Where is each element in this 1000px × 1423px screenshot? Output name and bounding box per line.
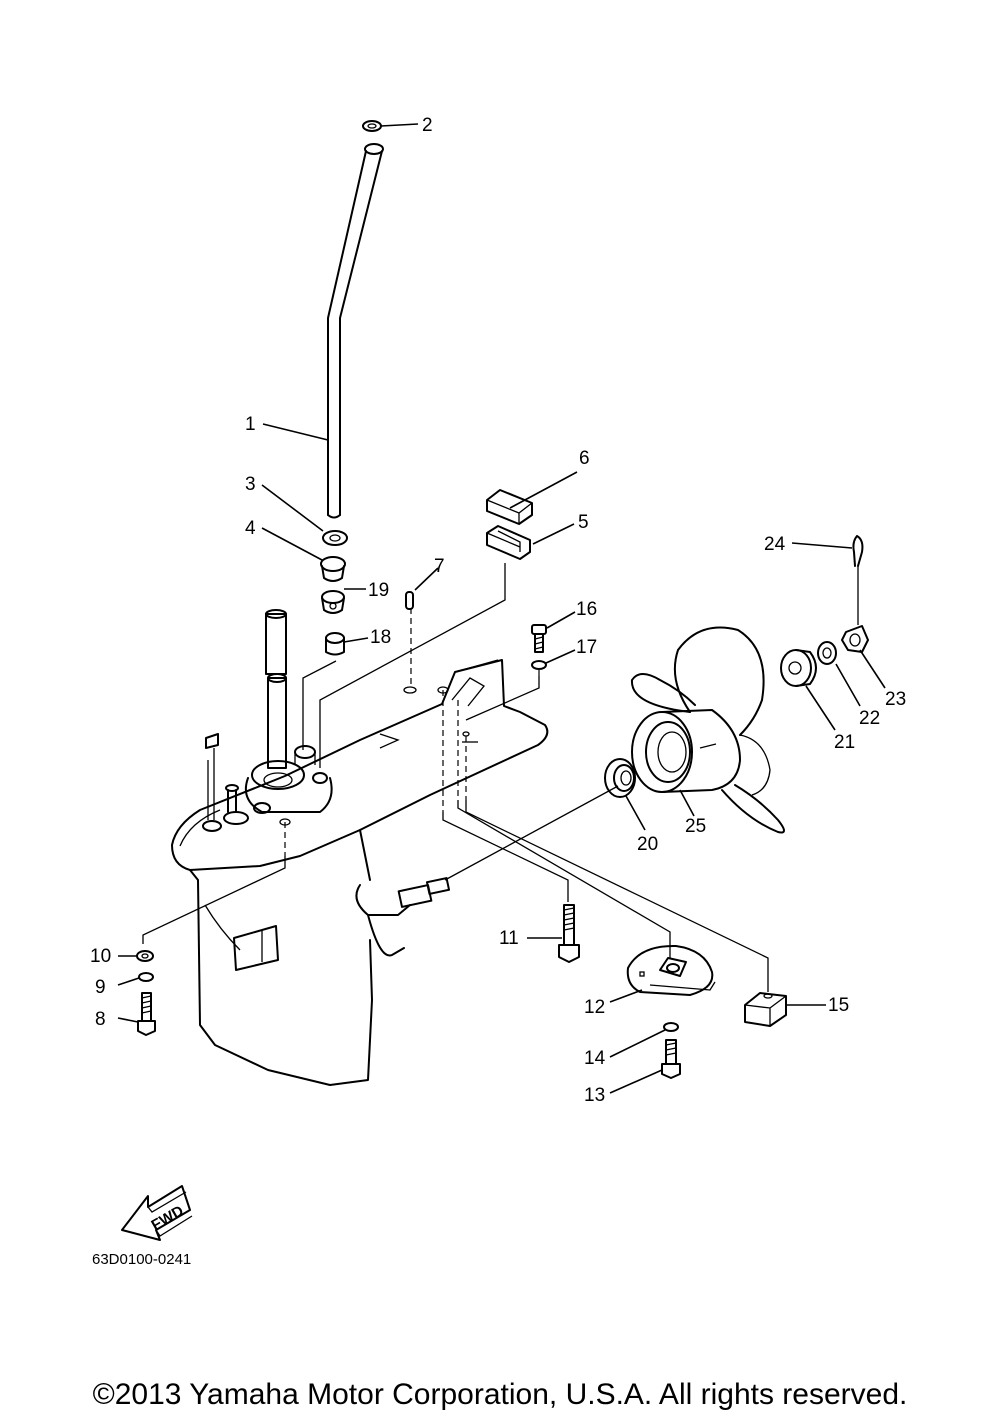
part-1-shift-rod xyxy=(327,143,384,519)
callout-22: 22 xyxy=(859,708,880,729)
callout-17: 17 xyxy=(576,637,597,658)
part-18-collar xyxy=(325,632,345,656)
part-11-bolt xyxy=(558,904,580,963)
callout-8: 8 xyxy=(95,1009,106,1030)
callout-7: 7 xyxy=(434,556,445,577)
part-14-washer xyxy=(663,1022,679,1032)
callout-18: 18 xyxy=(370,627,391,648)
part-2-washer xyxy=(362,120,382,132)
part-10-washer xyxy=(136,950,154,962)
callout-13: 13 xyxy=(584,1085,605,1106)
callout-2: 2 xyxy=(422,115,433,136)
callout-10: 10 xyxy=(90,946,111,967)
callout-5: 5 xyxy=(578,512,589,533)
part-23-castle-nut xyxy=(841,625,869,653)
fwd-arrow-icon: FWD xyxy=(121,1185,193,1241)
callout-23: 23 xyxy=(885,689,906,710)
callout-12: 12 xyxy=(584,997,605,1018)
diagram-code: 63D0100-0241 xyxy=(92,1251,191,1268)
callout-1: 1 xyxy=(245,414,256,435)
leader-lines xyxy=(117,123,886,1094)
callout-14: 14 xyxy=(584,1048,606,1069)
callout-9: 9 xyxy=(95,977,106,998)
callout-24: 24 xyxy=(764,534,786,555)
part-9-lockwasher xyxy=(138,972,154,982)
part-15-anode xyxy=(744,992,787,1027)
callout-25: 25 xyxy=(685,816,706,837)
callout-21: 21 xyxy=(834,732,855,753)
fwd-label: FWD xyxy=(149,1202,187,1234)
part-21-spacer xyxy=(780,649,817,687)
part-7-dowel-pin xyxy=(405,591,414,610)
lower-casing xyxy=(171,609,549,1086)
connector-lines xyxy=(142,563,769,992)
part-5-holder xyxy=(486,525,531,560)
callout-16: 16 xyxy=(576,599,597,620)
part-22-washer xyxy=(817,641,837,665)
installation-lines xyxy=(284,608,540,856)
callout-15: 15 xyxy=(828,995,849,1016)
callout-11: 11 xyxy=(499,928,519,949)
part-13-bolt xyxy=(661,1039,681,1079)
part-6-rubber-seal xyxy=(486,489,533,525)
callout-4: 4 xyxy=(245,518,256,539)
part-19-bushing xyxy=(321,590,345,614)
callout-20: 20 xyxy=(637,834,658,855)
part-25-propeller xyxy=(630,626,785,834)
callout-6: 6 xyxy=(579,448,590,469)
part-12-trim-tab xyxy=(626,944,716,996)
part-16-bolt xyxy=(531,624,547,653)
part-20-thrust-washer xyxy=(604,758,636,798)
callout-19: 19 xyxy=(368,580,389,601)
copyright-notice: ©2013 Yamaha Motor Corporation, U.S.A. A… xyxy=(92,1378,908,1411)
part-8-bolt xyxy=(137,992,156,1036)
callout-labels: 2 1 3 4 19 18 6 5 7 16 17 24 23 22 21 20… xyxy=(90,115,906,1106)
callout-3: 3 xyxy=(245,474,256,495)
part-4-grommet xyxy=(320,556,346,582)
part-17-washer xyxy=(531,660,547,670)
part-3-seal xyxy=(322,530,348,546)
part-24-cotter-pin xyxy=(852,535,864,625)
